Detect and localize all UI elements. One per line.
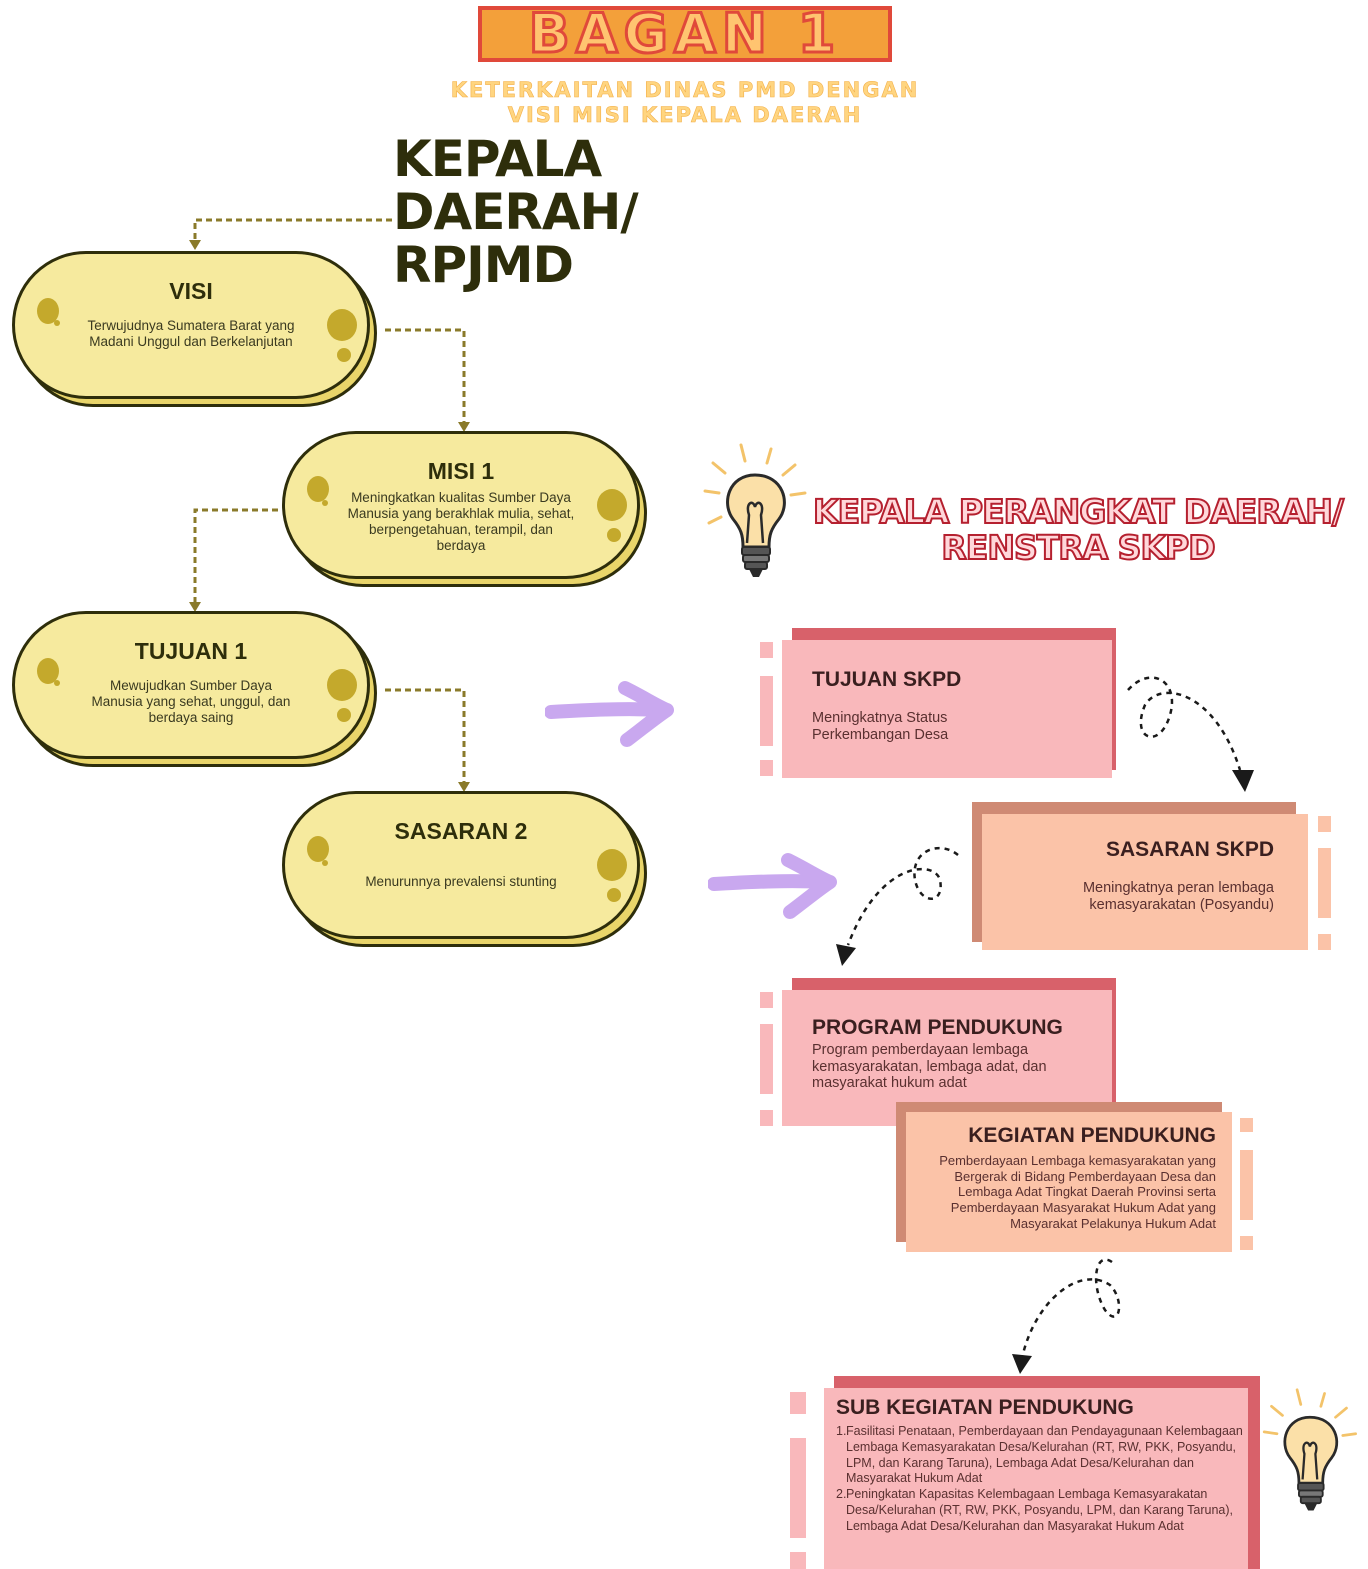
arrowhead-3	[1012, 1354, 1032, 1374]
arrow-right-icon	[708, 853, 837, 919]
page-subtitle: KETERKAITAN DINAS PMD DENGAN VISI MISI K…	[300, 78, 1070, 128]
misi-title: MISI 1	[427, 458, 495, 484]
connector-visi-misi	[385, 328, 466, 424]
tujuan-skpd-body: Meningkatnya Status Perkembangan Desa	[812, 710, 949, 743]
perangkat-daerah-heading: KEPALA PERANGKAT DAERAH/ RENSTRA SKPD	[800, 492, 1356, 567]
connector-tujuan-sasaran	[385, 688, 466, 784]
list-item: 1. Fasilitasi Penataan, Pemberdayaan dan…	[836, 1424, 1246, 1487]
tujuan-body: Mewujudkan Sumber Daya Manusia yang seha…	[91, 678, 291, 725]
kepala-daerah-line-1: KEPALA	[393, 130, 602, 188]
visi-pill: VISI Terwujudnya Sumatera Barat yang Mad…	[12, 251, 377, 407]
sasaran-body: Menurunnya prevalensi stunting	[365, 874, 557, 889]
tujuan-pill: TUJUAN 1 Mewujudkan Sumber Daya Manusia …	[12, 611, 377, 767]
connector-kd-visi	[193, 218, 392, 242]
program-body: Program pemberdayaan lembaga kemasyaraka…	[812, 1042, 1047, 1091]
curvy-arrow-1	[1127, 676, 1242, 771]
connector-misi-tujuan	[193, 508, 278, 604]
tujuan-skpd-card: TUJUAN SKPD Meningkatnya Status Perkemba…	[760, 628, 1120, 780]
sasaran-title: SASARAN 2	[394, 818, 528, 844]
list-item-text: Fasilitasi Penataan, Pemberdayaan dan Pe…	[846, 1424, 1243, 1486]
visi-title: VISI	[169, 278, 213, 304]
arrow-right-icon	[545, 681, 674, 747]
sub-kegiatan-title: SUB KEGIATAN PENDUKUNG	[836, 1396, 1134, 1419]
list-item-number: 1.	[836, 1424, 847, 1438]
sasaran-skpd-title: SASARAN SKPD	[1105, 838, 1274, 861]
lightbulb-icon	[703, 443, 807, 577]
kegiatan-card: KEGIATAN PENDUKUNG Pemberdayaan Lembaga …	[896, 1102, 1258, 1252]
kegiatan-title: KEGIATAN PENDUKUNG	[968, 1124, 1216, 1147]
kegiatan-body: Pemberdayaan Lembaga kemasyarakatan yang…	[939, 1153, 1216, 1231]
misi-body: Meningkatkan kualitas Sumber Daya Manusi…	[347, 490, 575, 553]
program-title: PROGRAM PENDUKUNG	[812, 1016, 1063, 1039]
lightbulb-icon	[1262, 1388, 1358, 1511]
tujuan-title: TUJUAN 1	[134, 638, 248, 664]
list-item: 2. Peningkatan Kapasitas Kelembagaan Lem…	[836, 1487, 1246, 1534]
kepala-daerah-heading: KEPALA DAERAH/ RPJMD	[393, 133, 693, 292]
program-card: PROGRAM PENDUKUNG Program pemberdayaan l…	[760, 978, 1120, 1128]
misi-pill: MISI 1 Meningkatkan kualitas Sumber Daya…	[282, 431, 647, 587]
sub-kegiatan-card: SUB KEGIATAN PENDUKUNG 1. Fasilitasi Pen…	[790, 1376, 1262, 1569]
title-badge: BAGAN 1	[478, 2, 892, 65]
arrowhead-1	[1232, 770, 1254, 792]
arrowhead-2	[836, 944, 856, 966]
arrowhead-sasaran	[458, 782, 470, 792]
sasaran-skpd-card: SASARAN SKPD Meningkatnya peran lembaga …	[972, 802, 1334, 952]
sasaran-skpd-body: Meningkatnya peran lembaga kemasyarakata…	[1082, 880, 1274, 913]
arrowhead-visi	[189, 240, 201, 250]
perangkat-daerah-line-2: RENSTRA SKPD	[940, 528, 1216, 567]
kepala-daerah-line-2: DAERAH/	[393, 183, 639, 241]
page-title: BAGAN 1	[527, 2, 842, 65]
perangkat-daerah-line-1: KEPALA PERANGKAT DAERAH/	[812, 492, 1345, 531]
curvy-arrow-3	[1020, 1258, 1121, 1359]
sasaran-pill: SASARAN 2 Menurunnya prevalensi stunting	[282, 791, 647, 947]
list-item-text: Peningkatan Kapasitas Kelembagaan Lembag…	[846, 1487, 1234, 1533]
arrowhead-misi	[458, 422, 470, 432]
sub-kegiatan-list: 1. Fasilitasi Penataan, Pemberdayaan dan…	[836, 1424, 1246, 1535]
visi-body: Terwujudnya Sumatera Barat yang Madani U…	[87, 318, 295, 349]
subtitle-line-2: VISI MISI KEPALA DAERAH	[507, 103, 863, 128]
curvy-arrow-2	[846, 846, 959, 946]
tujuan-skpd-title: TUJUAN SKPD	[812, 668, 962, 691]
list-item-number: 2.	[836, 1487, 847, 1502]
subtitle-line-1: KETERKAITAN DINAS PMD DENGAN	[450, 78, 920, 103]
arrowhead-tujuan	[189, 602, 201, 612]
kepala-daerah-line-3: RPJMD	[393, 236, 574, 294]
